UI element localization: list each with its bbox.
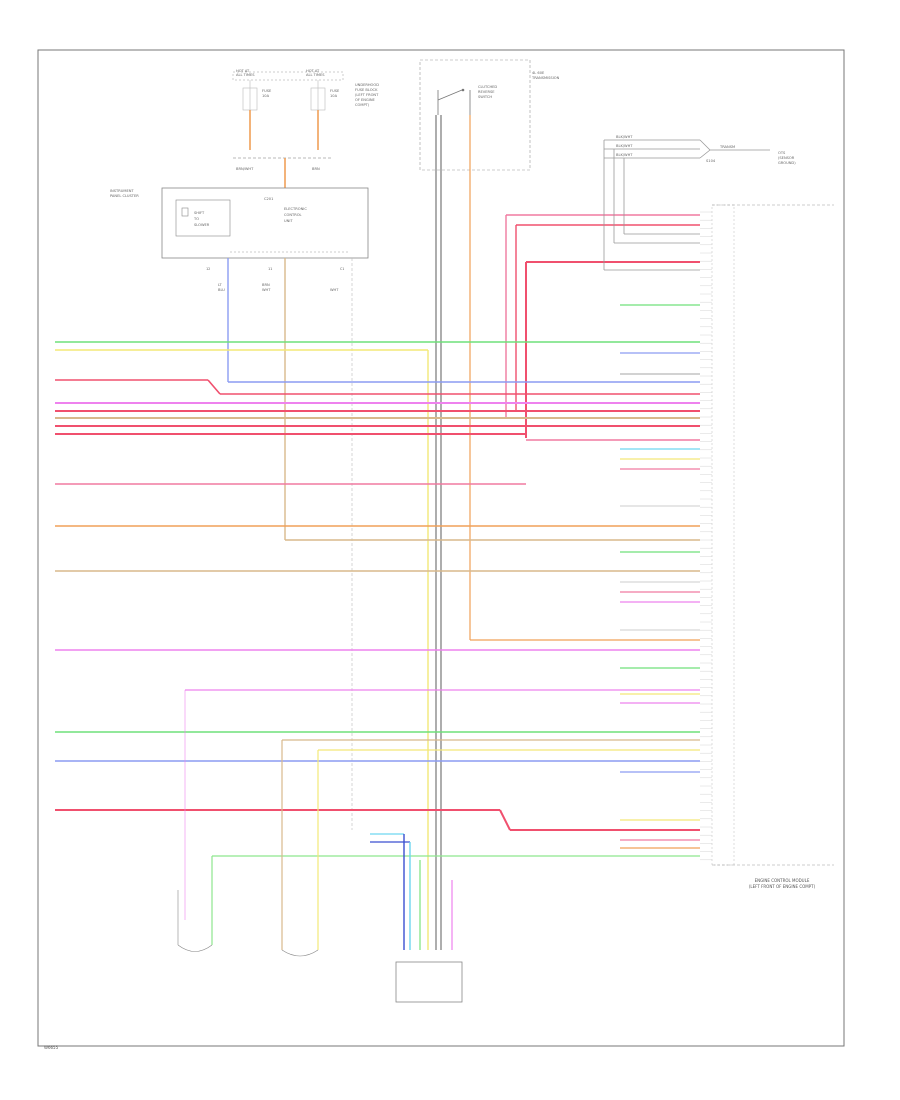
svg-text:GROUND): GROUND) bbox=[778, 161, 796, 165]
svg-text:BRN/WHT: BRN/WHT bbox=[236, 167, 254, 171]
svg-text:INSTRUMENT: INSTRUMENT bbox=[110, 189, 134, 193]
svg-text:10A: 10A bbox=[262, 94, 270, 98]
svg-text:BLK/WHT: BLK/WHT bbox=[616, 144, 633, 148]
svg-text:COMPT): COMPT) bbox=[355, 103, 370, 107]
svg-text:TRANSM: TRANSM bbox=[719, 145, 735, 149]
svg-text:FUSE: FUSE bbox=[262, 89, 272, 93]
cluster-box: INSTRUMENT PANEL CLUSTER SHIFT TO SLOWER… bbox=[110, 187, 369, 292]
svg-text:S104: S104 bbox=[706, 159, 716, 163]
svg-text:BLK/WHT: BLK/WHT bbox=[616, 135, 633, 139]
svg-text:(LEFT FRONT: (LEFT FRONT bbox=[355, 93, 379, 97]
footer-code: W6655 bbox=[44, 1045, 59, 1050]
svg-text:TRANSMISSION: TRANSMISSION bbox=[531, 76, 560, 80]
range-switch: 4L 60E TRANSMISSION CLUTCHED REVERSE SWI… bbox=[419, 59, 560, 171]
svg-text:4L 60E: 4L 60E bbox=[532, 71, 545, 75]
svg-text:REVERSE: REVERSE bbox=[478, 90, 495, 94]
ecm-connector bbox=[711, 204, 834, 866]
svg-text:ELECTRONIC: ELECTRONIC bbox=[284, 207, 307, 211]
svg-text:BLU: BLU bbox=[218, 288, 225, 292]
fuse-block: HOT AT ALL TIMES HOT AT ALL TIMES FUSE 1… bbox=[232, 69, 379, 188]
svg-text:FUSE BLOCK: FUSE BLOCK bbox=[355, 88, 378, 92]
ecm-caption-2: (LEFT FRONT OF ENGINE COMPT) bbox=[749, 884, 816, 889]
svg-text:ALL TIMES: ALL TIMES bbox=[236, 73, 255, 77]
svg-text:BRN: BRN bbox=[262, 283, 270, 287]
bottom-sensors bbox=[177, 890, 319, 957]
svg-text:HOT AT: HOT AT bbox=[236, 69, 250, 73]
svg-text:OTS: OTS bbox=[778, 151, 786, 155]
svg-text:SHIFT: SHIFT bbox=[194, 211, 205, 215]
ecm-wire-stubs bbox=[620, 304, 700, 849]
svg-text:BRN: BRN bbox=[312, 167, 320, 171]
svg-text:(SENSOR: (SENSOR bbox=[778, 156, 795, 160]
svg-text:CONTROL: CONTROL bbox=[284, 213, 302, 217]
sensor-splice: BLK/WHT BLK/WHT BLK/WHT TRANSM OTS (SENS… bbox=[604, 135, 796, 165]
svg-text:C1: C1 bbox=[340, 267, 344, 271]
tcm-wires bbox=[370, 833, 463, 1003]
svg-text:TO: TO bbox=[193, 217, 199, 221]
harness-wires bbox=[55, 341, 700, 930]
svg-text:LT: LT bbox=[218, 283, 223, 287]
svg-text:HOT AT: HOT AT bbox=[306, 69, 320, 73]
svg-text:ALL TIMES: ALL TIMES bbox=[306, 73, 325, 77]
svg-text:10A: 10A bbox=[330, 94, 338, 98]
svg-text:C201: C201 bbox=[264, 197, 273, 201]
svg-text:11: 11 bbox=[268, 267, 272, 271]
ecm-pin-marks bbox=[700, 211, 712, 860]
svg-text:UNIT: UNIT bbox=[284, 219, 293, 223]
svg-text:OF ENGINE: OF ENGINE bbox=[355, 98, 376, 102]
diagram-frame bbox=[37, 49, 845, 1047]
svg-text:BLK/WHT: BLK/WHT bbox=[616, 153, 633, 157]
ecm-caption-1: ENGINE CONTROL MODULE bbox=[755, 878, 810, 883]
svg-text:WHT: WHT bbox=[262, 288, 271, 292]
svg-text:UNDERHOOD: UNDERHOOD bbox=[355, 83, 379, 87]
svg-text:WHT: WHT bbox=[330, 288, 339, 292]
svg-text:CLUTCHED: CLUTCHED bbox=[478, 85, 497, 89]
svg-text:FUSE: FUSE bbox=[330, 89, 340, 93]
svg-text:PANEL CLUSTER: PANEL CLUSTER bbox=[110, 194, 139, 198]
svg-text:12: 12 bbox=[206, 267, 210, 271]
svg-text:SWITCH: SWITCH bbox=[478, 95, 492, 99]
svg-text:SLOWER: SLOWER bbox=[194, 223, 210, 227]
